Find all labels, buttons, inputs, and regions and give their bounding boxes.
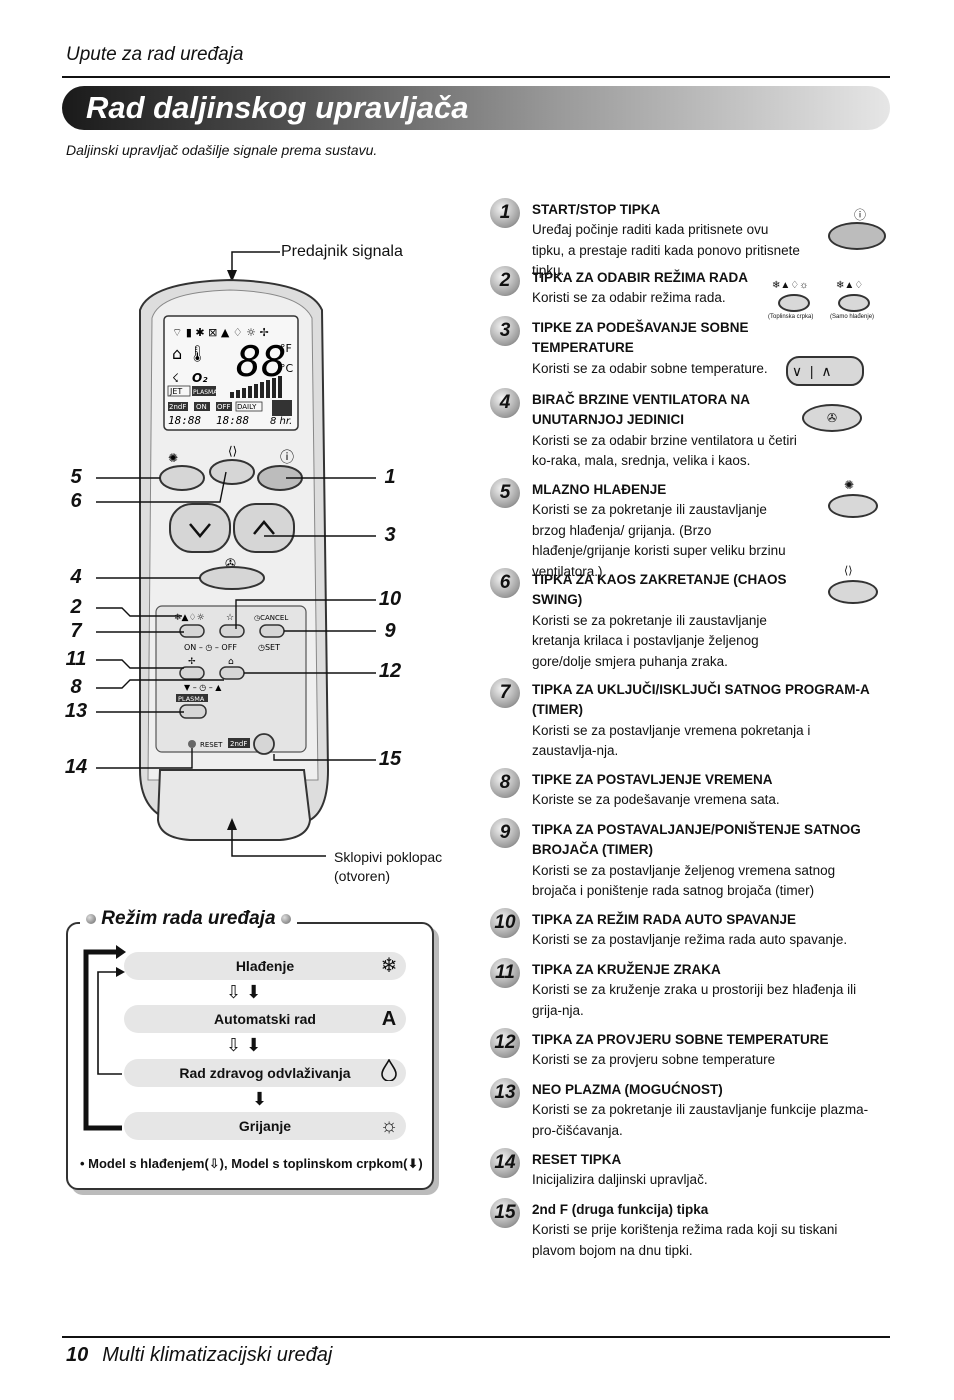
callout-10: 10 <box>378 588 402 610</box>
svg-text:OFF: OFF <box>217 403 231 411</box>
temp-down-button <box>169 503 231 553</box>
drop-icon <box>372 1058 406 1087</box>
callout-3: 3 <box>384 524 396 546</box>
cover-label-2: (otvoren) <box>334 868 391 884</box>
svg-text:ON: ON <box>196 403 207 411</box>
mode-symbols-icon: ❄▲♢ <box>836 280 864 291</box>
header-rule <box>62 76 890 78</box>
callout-9: 9 <box>384 620 396 642</box>
auto-icon: A <box>381 1008 397 1030</box>
arrow-icons: ⇩ ⬇ <box>226 982 262 1002</box>
fan-speed-button <box>199 566 265 590</box>
temp-up-button <box>233 503 295 553</box>
callout-4: 4 <box>70 566 82 588</box>
svg-text:PLASMA: PLASMA <box>193 389 218 396</box>
svg-text:PLASMA: PLASMA <box>178 695 205 703</box>
callout-12: 12 <box>378 660 402 682</box>
callout-1: 1 <box>384 466 396 488</box>
callout-7: 7 <box>70 620 82 642</box>
callout-11: 11 <box>65 648 87 670</box>
mode-dehumidify: Rad zdravog odvlaživanja <box>124 1059 406 1087</box>
power-icon: ⓘ <box>854 208 867 222</box>
page-number: 10 <box>66 1344 89 1366</box>
bullet-icon <box>280 914 291 924</box>
mode-auto: Automatski rad <box>124 1005 406 1033</box>
svg-text:ⓘ: ⓘ <box>280 450 294 466</box>
svg-text:DAILY: DAILY <box>237 403 257 411</box>
swing-button <box>209 459 255 485</box>
svg-text:⌂: ⌂ <box>228 657 234 667</box>
svg-text:◷CANCEL: ◷CANCEL <box>254 614 288 622</box>
arrow-icons: ⇩ ⬇ <box>226 1035 262 1055</box>
footer: 10 Multi klimatizacijski uređaj <box>66 1344 332 1367</box>
cover-label-1: Sklopivi poklopac <box>334 849 443 865</box>
remote-illustration: ⌔ ▮ ✱ ⊠ ▲ ♢ ☼ ✢ ⌂ 🌡 ☇ O₂ 88 °F °C JET PL… <box>96 251 376 857</box>
svg-text:18:88: 18:88 <box>216 414 249 427</box>
svg-text:☆: ☆ <box>226 613 234 623</box>
jet-button <box>159 465 205 491</box>
arrow-icon: ⬇ <box>252 1089 268 1109</box>
start-stop-icon <box>828 222 886 250</box>
model-note: • Model s hlađenjem(⇩), Model s toplinsk… <box>80 1156 423 1171</box>
svg-text:❄▲♢☼: ❄▲♢☼ <box>174 613 205 623</box>
callout-14: 14 <box>64 756 88 778</box>
snowflake-icon: ❄ <box>380 955 398 977</box>
fan-icon: ✇ <box>802 404 862 432</box>
svg-text:◷SET: ◷SET <box>258 643 280 652</box>
svg-text:✇: ✇ <box>225 557 236 572</box>
svg-text:JET: JET <box>169 387 182 396</box>
callout-15: 15 <box>378 748 402 770</box>
svg-text:⌂ 🌡: ⌂ 🌡 <box>172 344 208 363</box>
mode-button-icon <box>778 294 810 312</box>
callout-2: 2 <box>70 596 82 618</box>
jet-icon: ✺ <box>844 478 855 492</box>
mode-cycle-arrows <box>83 945 126 1131</box>
mode-cooling: Hlađenje <box>124 952 406 980</box>
callout-8: 8 <box>70 676 82 698</box>
svg-text:8 hr.: 8 hr. <box>270 416 292 427</box>
svg-text:▼ – ◷ – ▲: ▼ – ◷ – ▲ <box>184 683 222 692</box>
callout-5: 5 <box>70 466 82 488</box>
swing-icon: ⟨⟩ <box>844 565 853 577</box>
lcd-screen <box>163 315 299 431</box>
svg-text:ON – ◷ – OFF: ON – ◷ – OFF <box>184 643 237 652</box>
svg-text:RESET: RESET <box>200 741 223 749</box>
svg-text:☇: ☇ <box>172 371 179 385</box>
transmitter-label: Predajnik signala <box>281 243 403 260</box>
swing-button-icon <box>828 580 878 604</box>
svg-text:✢: ✢ <box>188 657 196 667</box>
jet-button-icon <box>828 494 878 518</box>
title-bar <box>62 86 890 130</box>
mode-box-title: Režim rada uređaja <box>80 908 297 930</box>
svg-text:°F: °F <box>280 342 292 355</box>
callout-6: 6 <box>70 490 82 512</box>
mode-symbols-icon: ❄▲♢☼ <box>772 280 809 291</box>
temp-buttons-icon: ∨ | ∧ <box>786 356 864 386</box>
page-title: Rad daljinskog upravljača <box>86 90 469 125</box>
page-subtitle: Daljinski upravljač odašilje signale pre… <box>66 142 378 158</box>
callout-13: 13 <box>64 700 88 722</box>
bullet-icon <box>86 914 96 924</box>
svg-text:2ndF: 2ndF <box>169 403 186 411</box>
mode-button-icon <box>838 294 870 312</box>
lcd-o2: O₂ <box>192 371 208 385</box>
svg-text:⌔ ▮ ✱ ⊠ ▲ ♢ ☼ ✢: ⌔ ▮ ✱ ⊠ ▲ ♢ ☼ ✢ <box>172 326 269 339</box>
svg-text:✺: ✺ <box>168 451 178 465</box>
sun-icon: ☼ <box>379 1115 399 1137</box>
footer-rule <box>62 1336 890 1338</box>
flip-cover <box>156 769 312 841</box>
section-header: Upute za rad uređaja <box>66 44 244 65</box>
mode-heating: Grijanje <box>124 1112 406 1140</box>
footer-text: Multi klimatizacijski uređaj <box>102 1344 333 1366</box>
svg-text:°C: °C <box>280 362 294 375</box>
svg-text:2ndF: 2ndF <box>230 740 247 748</box>
svg-text:18:88: 18:88 <box>168 414 201 427</box>
svg-text:⟨⟩: ⟨⟩ <box>228 444 237 458</box>
